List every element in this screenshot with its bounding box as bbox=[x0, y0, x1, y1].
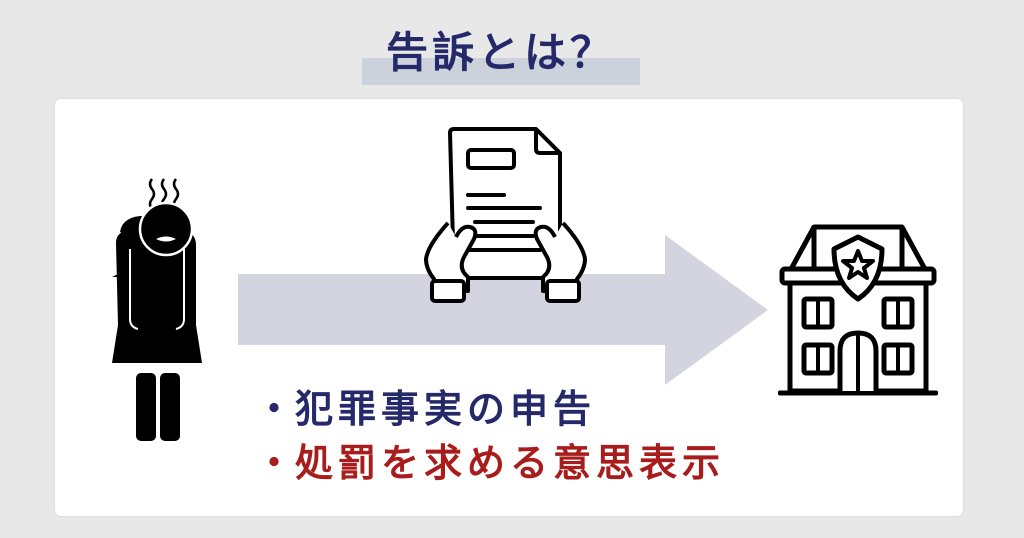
bullet-marker: ・ bbox=[255, 441, 299, 485]
page-title: 告訴とは？ bbox=[385, 28, 616, 77]
title-highlight-band bbox=[362, 58, 640, 85]
bullet-marker: ・ bbox=[255, 387, 299, 431]
distressed-woman-icon bbox=[112, 178, 202, 441]
bullet-text: 処罰を求める意思表示 bbox=[295, 441, 726, 485]
right-arrow-icon bbox=[238, 235, 768, 385]
diagram-card: ・犯罪事実の申告 ・処罰を求める意思表示 bbox=[55, 99, 963, 516]
bullet-text: 犯罪事実の申告 bbox=[295, 387, 597, 431]
bullet-list: ・犯罪事実の申告 ・処罰を求める意思表示 bbox=[255, 382, 725, 490]
title-block: 告訴とは？ bbox=[362, 18, 640, 86]
hands-holding-document-icon bbox=[424, 127, 587, 303]
bullet-item-punishment: ・処罰を求める意思表示 bbox=[255, 436, 725, 490]
bullet-item-report: ・犯罪事実の申告 bbox=[255, 382, 725, 436]
police-station-icon bbox=[778, 224, 938, 396]
